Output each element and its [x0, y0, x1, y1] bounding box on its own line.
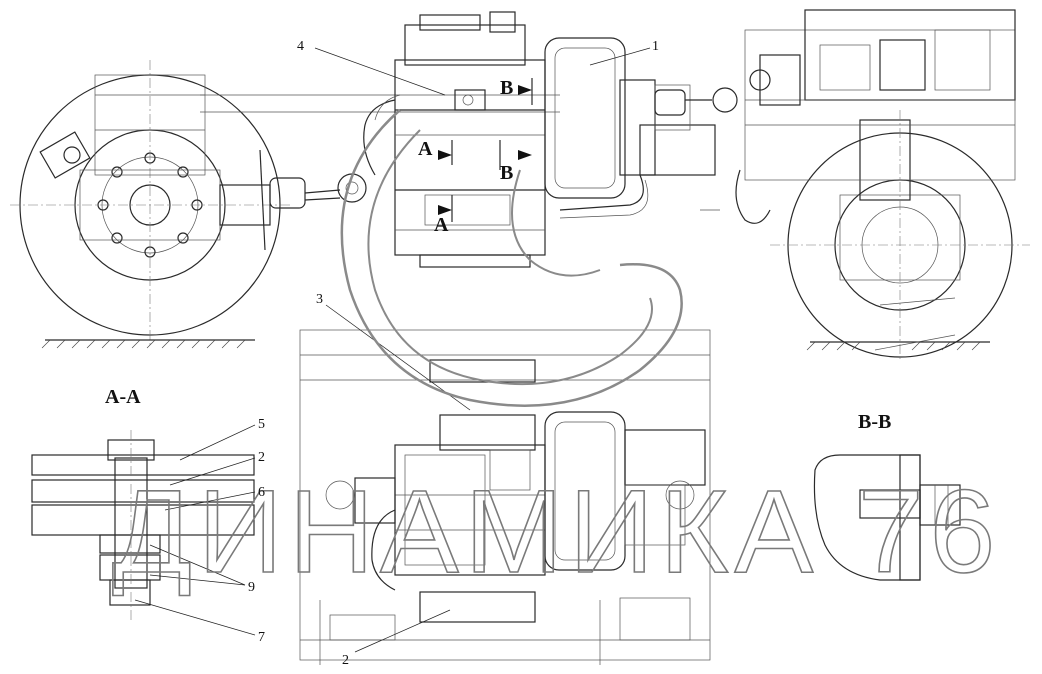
section-title-aa: A-A — [105, 386, 141, 408]
callout-5: 5 — [258, 417, 265, 432]
section-aa — [31, 430, 255, 620]
watermark-logo — [340, 109, 683, 407]
section-marker-a-upper: A — [418, 138, 433, 160]
watermark-text: ДИНАМИКА 76 — [112, 466, 1001, 598]
callout-6: 6 — [258, 485, 265, 500]
left-drive-shaft — [200, 94, 560, 251]
left-wheel — [10, 60, 290, 349]
callout-4: 4 — [297, 39, 304, 54]
callout-2-center: 2 — [342, 653, 349, 668]
callout-1: 1 — [652, 39, 659, 54]
section-marker-a-lower: A — [434, 214, 449, 236]
section-marker-b-lower: B — [500, 162, 513, 184]
callout-9: 9 — [248, 580, 255, 595]
engine-block — [700, 9, 1016, 224]
center-plan-assembly — [299, 329, 711, 665]
section-title-bb: B-B — [858, 411, 891, 433]
section-bb — [813, 454, 961, 581]
top-gearbox-assembly — [363, 11, 738, 268]
callout-3: 3 — [316, 292, 323, 307]
callout-2-aa: 2 — [258, 450, 265, 465]
section-marker-b-upper: B — [500, 77, 513, 99]
right-wheel — [770, 110, 1030, 360]
section-arrows — [438, 78, 533, 222]
callout-7: 7 — [258, 630, 265, 645]
